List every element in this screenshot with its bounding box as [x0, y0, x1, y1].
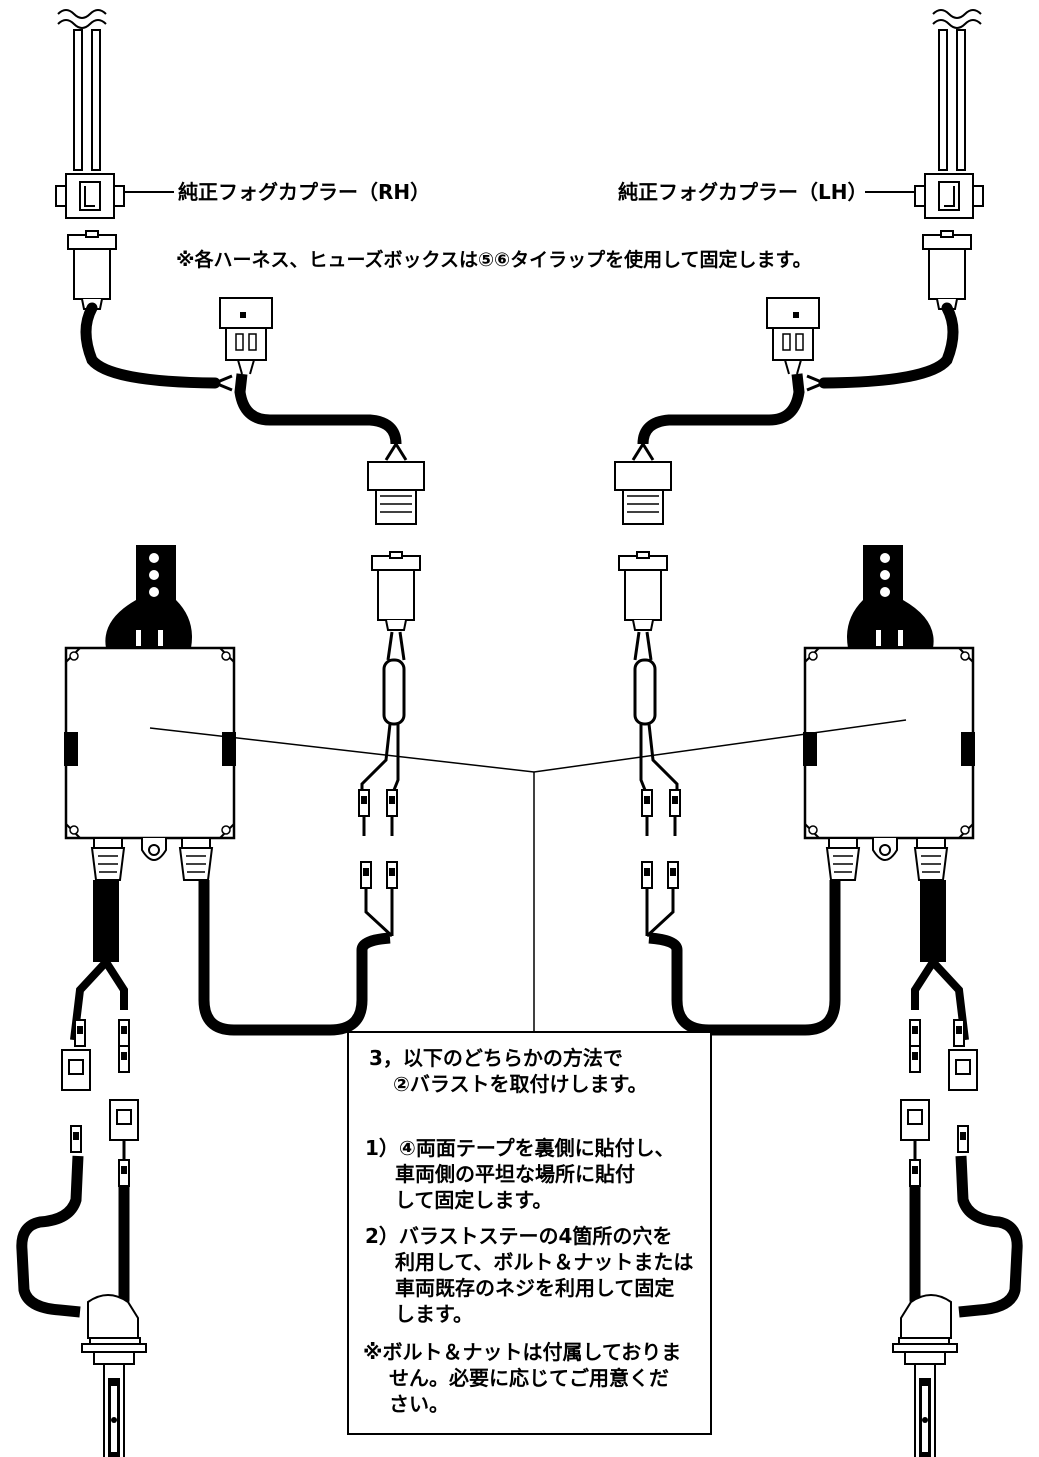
connector-icon [67, 230, 117, 310]
fuse-holder-icon [358, 631, 406, 938]
instruction-title: 3，以下のどちらかの方法で ②バラストを取付けします。 [369, 1045, 648, 1097]
connector-icon [922, 230, 972, 310]
instruction-line: さい。 [389, 1392, 449, 1416]
instruction-title-line: ②バラストを取付けします。 [393, 1072, 648, 1096]
instruction-line: 車両既存のネジを利用して固定 [395, 1276, 675, 1300]
fixing-note: ※各ハーネス、ヒューズボックスは⑤⑥タイラップを使用して固定します。 [176, 249, 812, 271]
connector-icon [614, 461, 672, 525]
fog-coupler-icon [914, 173, 984, 219]
instruction-line: 利用して、ボルト＆ナットまたは [395, 1250, 694, 1274]
bulb-icon [892, 1294, 958, 1457]
instruction-line: ※ボルト＆ナットは付属しておりま [363, 1340, 682, 1364]
instruction-line: 2）バラストステーの4箇所の穴を [365, 1224, 673, 1248]
connector-icon [367, 461, 425, 525]
instruction-line: 車両側の平坦な場所に貼付 [395, 1162, 635, 1186]
coupler-rh-label: 純正フォグカプラー（RH） [178, 180, 431, 204]
ballast-icon [801, 543, 977, 882]
bulb-icon [81, 1294, 147, 1457]
coupler-lh-label: 純正フォグカプラー（LH） [618, 180, 868, 204]
instruction-line: して固定します。 [395, 1188, 553, 1212]
fuse-holder-icon [633, 631, 681, 938]
connector-icon [371, 551, 421, 631]
instruction-box: 3，以下のどちらかの方法で ②バラストを取付けします。 1）④両面テープを裏側に… [347, 1031, 712, 1435]
instruction-note: ※ボルト＆ナットは付属しておりま せん。必要に応じてご用意くだ さい。 [363, 1339, 681, 1417]
lh-assembly [614, 9, 1023, 1457]
instruction-title-line: 3，以下のどちらかの方法で [369, 1046, 623, 1070]
instruction-item-2: 2）バラストステーの4箇所の穴を 利用して、ボルト＆ナットまたは 車両既存のネジ… [365, 1223, 693, 1327]
ballast-icon [62, 543, 238, 882]
rh-assembly [16, 9, 425, 1457]
instruction-line: 1）④両面テープを裏側に貼付し、 [365, 1136, 675, 1160]
connector-icon [766, 297, 820, 375]
instruction-line: せん。必要に応じてご用意くだ [389, 1366, 669, 1390]
connector-icon [618, 551, 668, 631]
instruction-item-1: 1）④両面テープを裏側に貼付し、 車両側の平坦な場所に貼付 して固定します。 [365, 1135, 675, 1213]
leader-lines [149, 719, 907, 1031]
connector-icon [219, 297, 273, 375]
fog-coupler-icon [55, 173, 125, 219]
instruction-line: します。 [395, 1302, 473, 1326]
